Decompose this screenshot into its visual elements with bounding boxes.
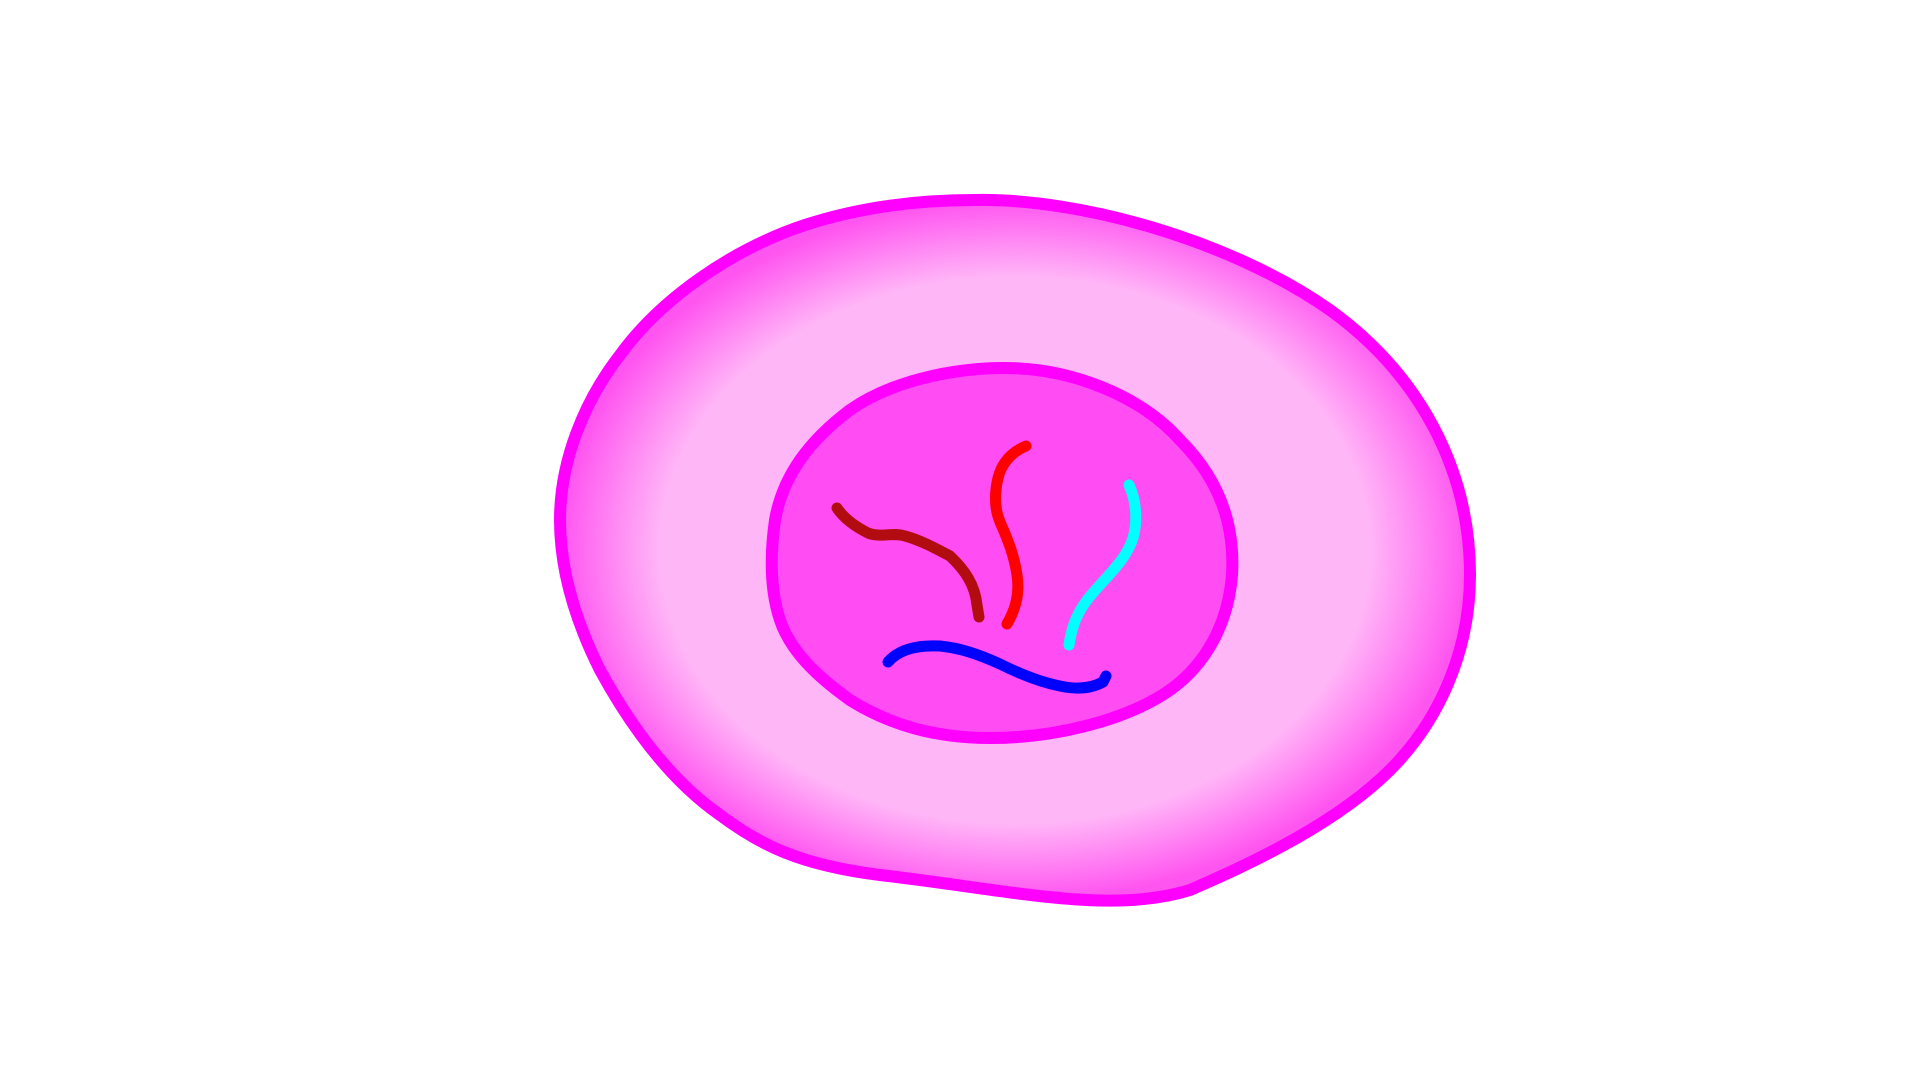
chromosome-red [990,440,1032,630]
chromosome-cyan [1063,479,1142,651]
chromosome-dark-red [831,502,985,623]
chromosome-blue [882,640,1112,694]
nucleus [765,362,1239,744]
cell-membrane [554,193,1476,907]
